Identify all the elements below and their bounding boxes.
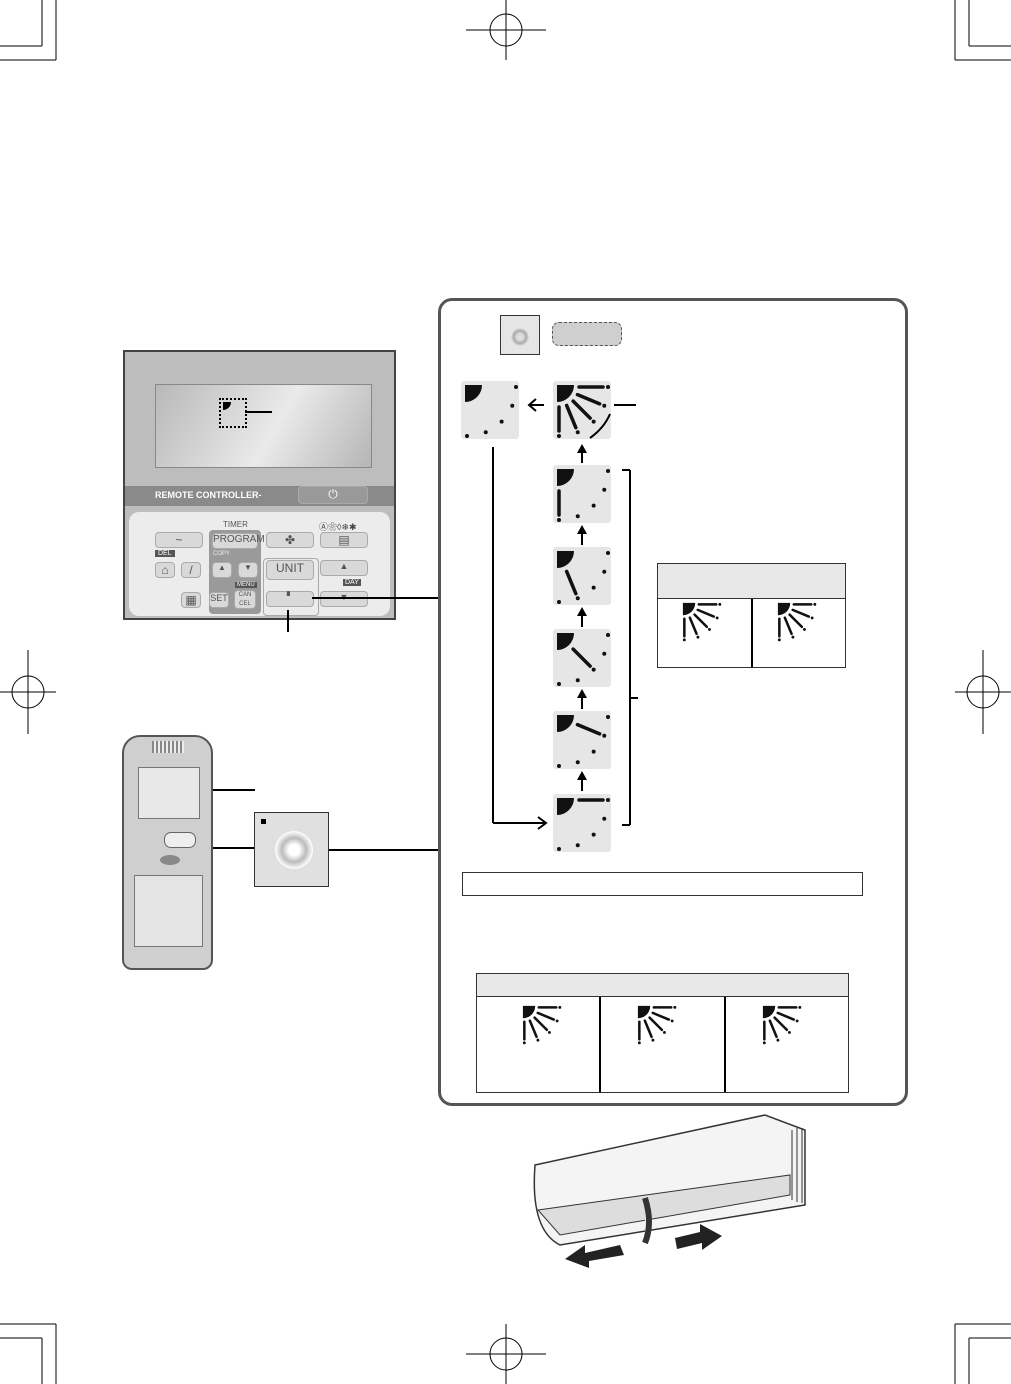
note-box	[462, 872, 863, 896]
table-louver-icon	[775, 600, 817, 642]
timer-up-button[interactable]: ▲	[212, 562, 232, 578]
del-label: DEL	[155, 550, 175, 557]
louver-indicator-highlight	[219, 398, 247, 428]
table-louver-icon	[635, 1003, 677, 1045]
louver-setting-table	[476, 973, 849, 1093]
unit-group	[263, 558, 319, 616]
grid-button[interactable]: ▦	[181, 592, 201, 608]
table-louver-icon	[760, 1003, 802, 1045]
set-button[interactable]: SET	[209, 592, 229, 608]
wireless-louver-button-icon	[500, 315, 540, 355]
brand-label: REMOTE CONTROLLER-	[155, 490, 262, 500]
temp-up-button[interactable]: ▲	[320, 560, 368, 576]
slide-right-arrow	[675, 1224, 722, 1250]
unit-button[interactable]: UNIT	[266, 560, 314, 580]
service-button[interactable]: /	[181, 562, 201, 578]
louver-icon	[223, 402, 231, 410]
ir-window	[152, 741, 184, 753]
remote-lcd	[138, 767, 200, 819]
louver-tile-position-4	[553, 547, 611, 605]
louver-tile-position-2	[553, 711, 611, 769]
louver-instruction-panel	[438, 298, 908, 1106]
louver-tile-position-5	[553, 465, 611, 523]
louver-button-magnified	[254, 812, 329, 887]
fan-speed-button[interactable]: ✤	[266, 532, 314, 548]
wired-louver-button-icon	[552, 322, 622, 346]
louver-tile-position-3	[553, 629, 611, 687]
home-button[interactable]: ⌂	[155, 562, 175, 578]
button-cover	[134, 875, 203, 947]
lcd-display	[155, 384, 372, 468]
swing-range-table	[657, 563, 846, 668]
copy-label: COPY	[213, 551, 231, 557]
louver-tile-swing	[553, 381, 611, 439]
louver-tile-stop	[461, 381, 519, 439]
table-louver-icon	[520, 1003, 562, 1045]
louver-button[interactable]: ▘	[266, 591, 314, 607]
leader-line	[245, 411, 272, 413]
wireless-remote-controller	[122, 735, 213, 970]
cancel-button[interactable]: CAN CEL	[234, 590, 256, 609]
timer-down-button[interactable]: ▼	[238, 562, 258, 578]
louver-tile-position-1	[553, 794, 611, 852]
wired-remote-controller: REMOTE CONTROLLER- ⏻ TIMER Ⓐ❀◊❄✱ ~ DEL P…	[123, 350, 396, 620]
menu-label: MENU	[235, 582, 257, 588]
louver-key[interactable]	[164, 832, 196, 848]
schedule-button[interactable]: ~	[155, 532, 203, 548]
table-louver-icon	[680, 600, 722, 642]
day-label: DAY	[343, 579, 361, 586]
program-button[interactable]: PROGRAM	[212, 533, 265, 549]
mode-icons: Ⓐ❀◊❄✱	[319, 522, 357, 532]
indoor-unit-illustration	[533, 1114, 806, 1268]
power-button[interactable]: ⏻	[298, 486, 368, 504]
slide-left-arrow	[565, 1245, 624, 1268]
timer-label: TIMER	[223, 520, 248, 529]
mode-button[interactable]: ▤	[320, 532, 368, 548]
power-key[interactable]	[160, 855, 180, 865]
temp-down-button[interactable]: ▼	[320, 591, 368, 607]
